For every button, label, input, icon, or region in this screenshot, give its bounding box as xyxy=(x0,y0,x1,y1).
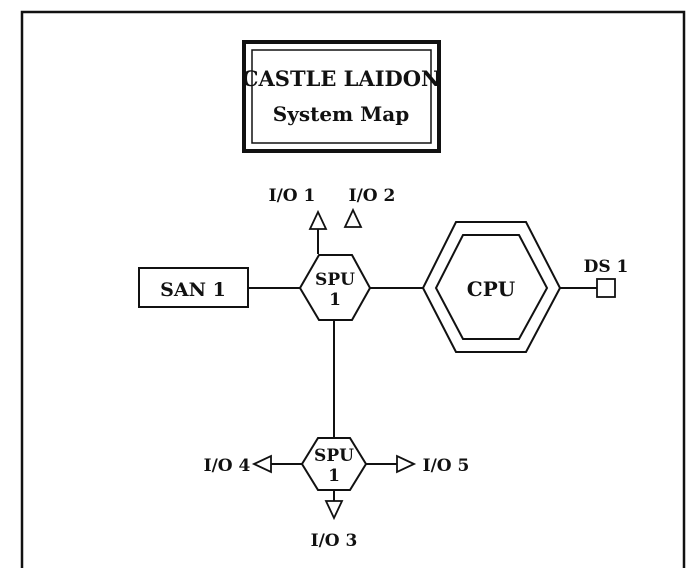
title-line1: CASTLE LAIDON xyxy=(242,66,440,91)
ds1-label: DS 1 xyxy=(584,257,629,277)
io3-node: I/O 3 xyxy=(311,500,358,551)
outer-frame xyxy=(20,10,686,568)
title-line2: System Map xyxy=(273,102,410,126)
io5-node: I/O 5 xyxy=(396,454,470,476)
spu-upper-label-line1: SPU xyxy=(315,270,355,290)
io5-label: I/O 5 xyxy=(423,456,470,476)
io1-label: I/O 1 xyxy=(269,186,316,206)
cpu-node: CPU xyxy=(421,221,562,353)
spu-lower-label-line1: SPU xyxy=(314,446,354,466)
io3-label: I/O 3 xyxy=(311,531,358,551)
io2-label: I/O 2 xyxy=(349,186,396,206)
title-box: CASTLE LAIDON System Map xyxy=(242,40,441,153)
io4-node: I/O 4 xyxy=(204,454,272,476)
ds1-node: DS 1 xyxy=(584,257,629,298)
spu-upper-node: SPU 1 xyxy=(298,254,372,321)
cpu-label: CPU xyxy=(467,277,515,301)
io4-label: I/O 4 xyxy=(204,456,251,476)
spu-lower-label-line2: 1 xyxy=(328,466,340,486)
connectors xyxy=(248,229,597,501)
io1-node: I/O 1 xyxy=(269,186,328,230)
san1-node: SAN 1 xyxy=(138,267,249,308)
spu-upper-label-line2: 1 xyxy=(329,290,341,310)
spu-lower-node: SPU 1 xyxy=(300,437,368,491)
san1-label: SAN 1 xyxy=(160,279,226,301)
io2-node: I/O 2 xyxy=(343,186,396,228)
